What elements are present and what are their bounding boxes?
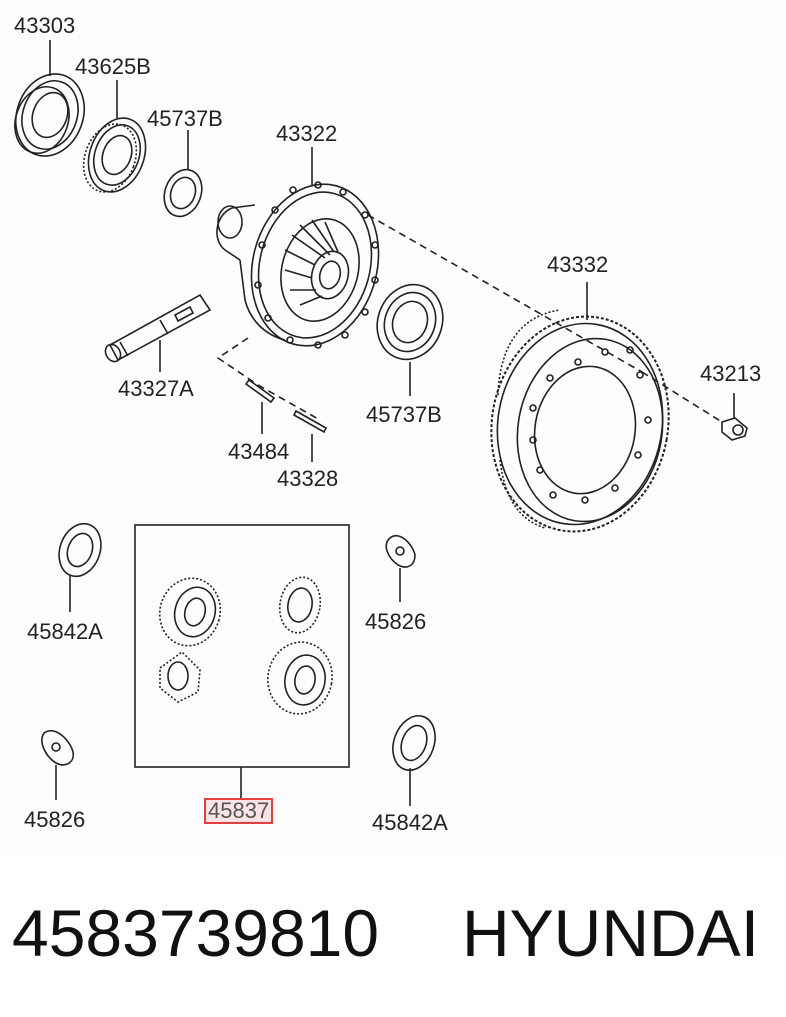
seal-45737B-mid [376,283,444,361]
label-45826-left: 45826 [24,807,86,832]
seal-45737B-top [163,168,203,218]
footer-brand: HYUNDAI [462,896,760,970]
exploded-parts-diagram: 43303 43625B 45737B 43322 43332 43213 43… [14,13,762,835]
label-45842A-left: 45842A [27,619,103,644]
ring-43625B [82,117,147,193]
bolt-43213 [721,417,748,441]
kit-gears [158,576,333,715]
washer-45826-right [385,535,416,568]
label-43625B: 43625B [75,54,151,79]
label-45826-right: 45826 [365,609,427,634]
pin-43484 [244,378,276,404]
label-43484: 43484 [228,439,290,464]
label-43328: 43328 [277,466,339,491]
washer-45842A-left [58,522,102,578]
label-43332: 43332 [547,252,609,277]
ring-gear-43332 [490,309,670,533]
label-43303: 43303 [14,13,76,38]
washer-45842A-right [392,715,436,771]
label-43213: 43213 [700,361,762,386]
label-43327A: 43327A [118,376,194,401]
label-43322: 43322 [276,121,338,146]
label-45737B-top: 45737B [147,106,223,131]
diagram-drawing [14,40,748,806]
label-45837-highlighted: 45837 [204,798,274,824]
footer-part-number: 4583739810 [12,896,380,970]
label-45842A-right: 45842A [372,810,448,835]
washer-45826-left [41,730,75,766]
shaft-43327A [104,293,212,363]
bearing-43303 [14,73,85,157]
label-45737B-mid: 45737B [366,402,442,427]
kit-frame-45837 [134,524,350,768]
differential-case-43322 [216,181,380,349]
pin-43328 [292,409,328,434]
